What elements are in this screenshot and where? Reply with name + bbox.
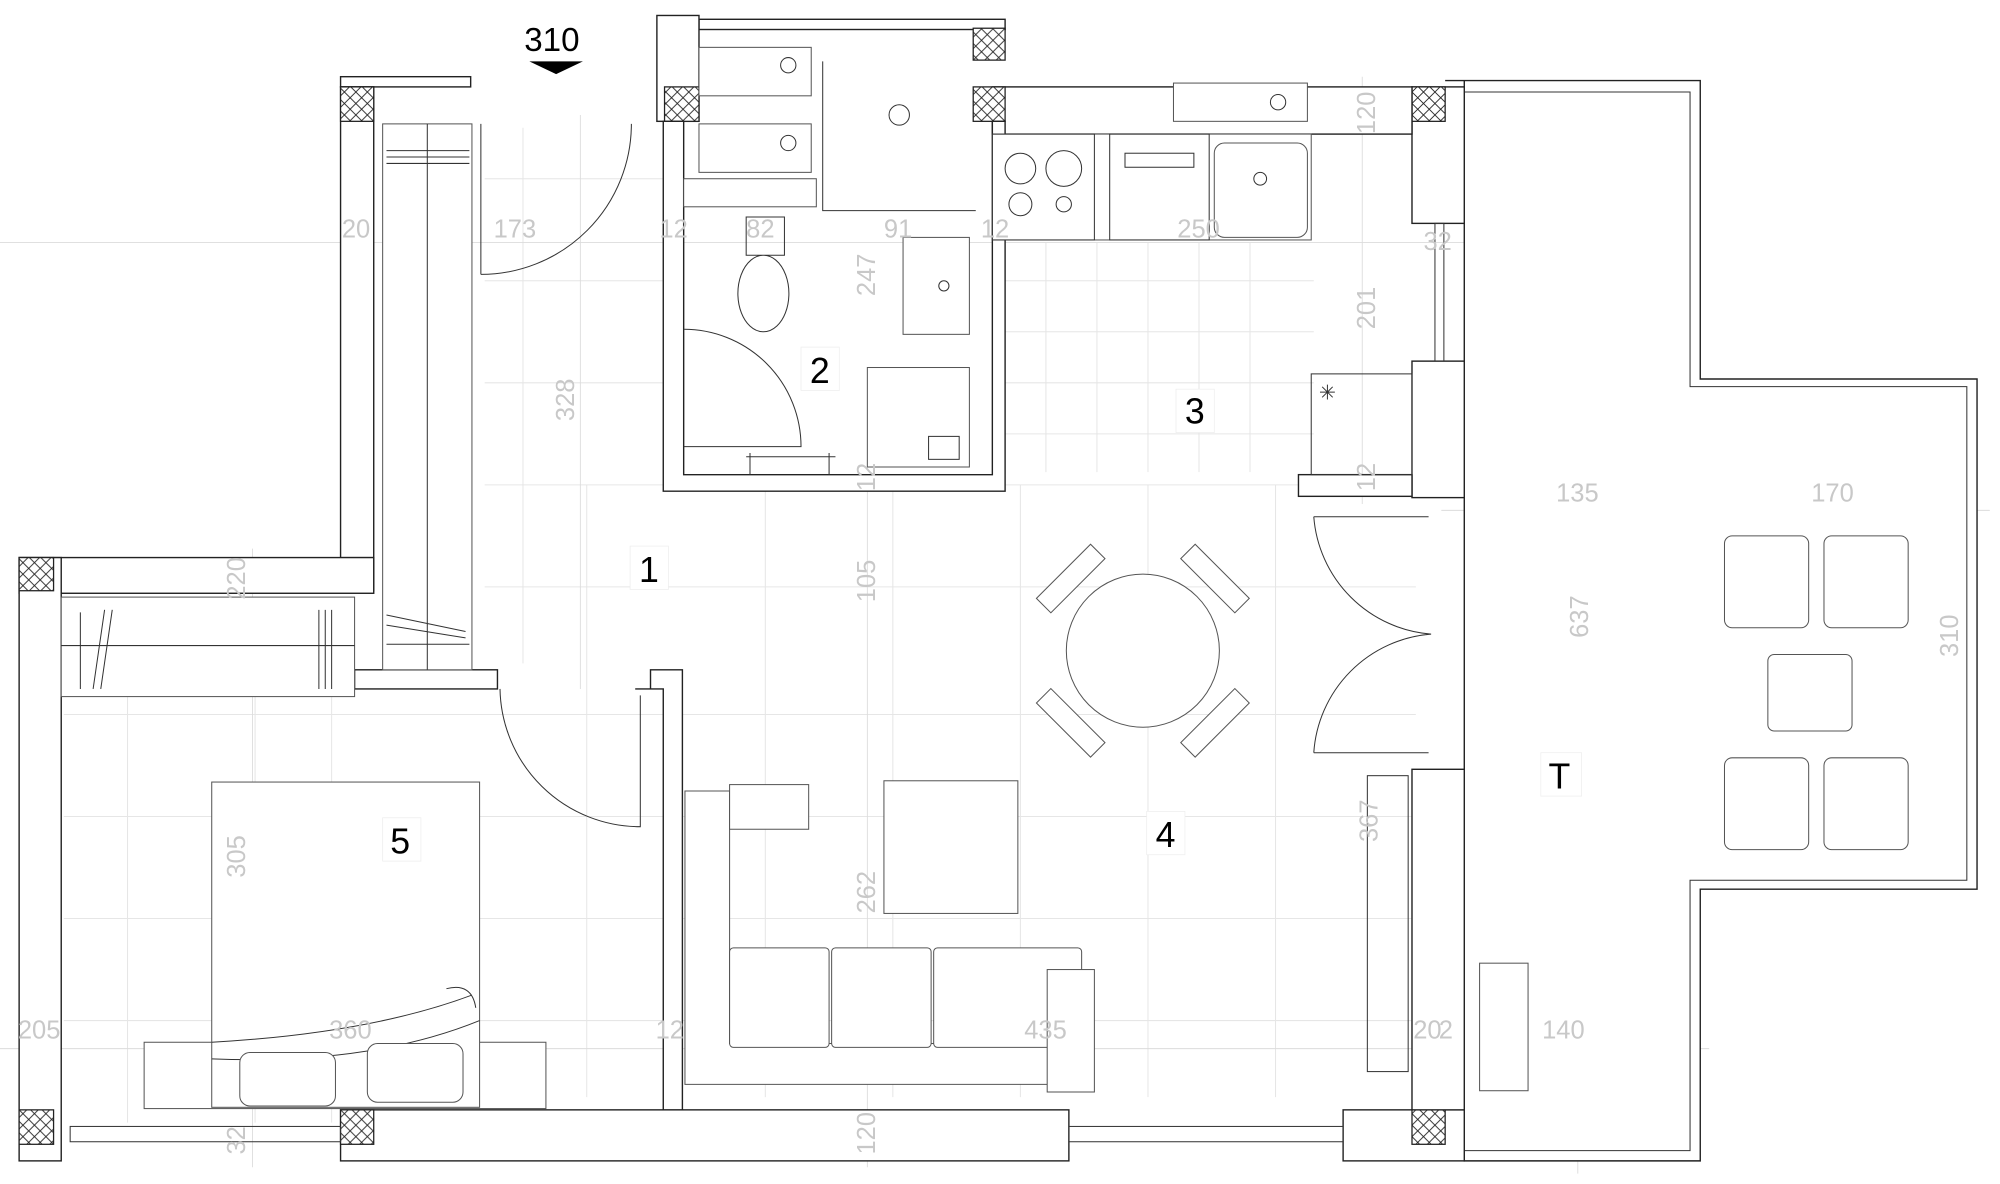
bedroom-furniture [60, 596, 547, 1110]
section-marker: 310 [524, 22, 583, 75]
dim-label: 135 [1556, 479, 1599, 507]
toilet-icon [737, 216, 790, 333]
entrance-door [480, 123, 632, 275]
doors [480, 123, 1432, 828]
room-label-1: 1 [639, 550, 659, 590]
bathroom-door [683, 328, 802, 448]
dim-label: 12 [659, 215, 687, 243]
dim-label: 360 [329, 1016, 372, 1044]
terrace [1445, 79, 1978, 1162]
terrace-furniture [1479, 535, 1909, 1092]
dim-label: 140 [1542, 1016, 1585, 1044]
grill [1479, 962, 1529, 1092]
dim-label: 105 [853, 560, 881, 603]
walls [18, 14, 1465, 1162]
dim-label: 305 [223, 835, 251, 878]
room-label-terrace: T [1548, 756, 1570, 796]
dimension-labels: 20 173 12 82 91 12 247 328 12 250 120 32… [18, 92, 1964, 1155]
dim-label: 220 [223, 557, 251, 600]
tv-unit [1366, 775, 1409, 1073]
room-label-3: 3 [1185, 392, 1205, 432]
dim-label: 12 [1353, 463, 1381, 491]
svg-text:310: 310 [524, 22, 579, 59]
living-furniture [684, 775, 1409, 1093]
dim-label: 173 [494, 215, 537, 243]
dim-label: 12 [981, 215, 1009, 243]
dim-label: 32 [1423, 228, 1451, 256]
dim-label: 435 [1024, 1016, 1067, 1044]
stove-icon [991, 133, 1095, 241]
hallway-wardrobe [382, 123, 473, 671]
dim-label: 20 [342, 215, 370, 243]
dim-label: 170 [1811, 479, 1854, 507]
dim-label: 2 [1439, 1016, 1453, 1044]
dim-label: 205 [18, 1016, 61, 1044]
dim-label: 328 [552, 379, 580, 422]
coffee-table [883, 780, 1019, 914]
dim-label: 12 [853, 463, 881, 491]
dim-label: 201 [1353, 287, 1381, 330]
dim-label: 367 [1356, 799, 1384, 842]
dim-label: 91 [884, 215, 912, 243]
dim-label: 82 [746, 215, 774, 243]
terrace-double-door [1313, 516, 1432, 754]
dim-label: 262 [853, 871, 881, 914]
kitchen: ✳ [991, 82, 1413, 476]
dim-label: 310 [1936, 615, 1964, 658]
room-label-4: 4 [1156, 815, 1176, 855]
dim-label: 250 [1177, 215, 1220, 243]
dim-label: 32 [223, 1126, 251, 1154]
room-label-2: 2 [810, 351, 830, 391]
extractor-icon: ✳ [1319, 380, 1336, 404]
dim-label: 120 [853, 1112, 881, 1155]
shower-icon [888, 104, 910, 126]
dim-label: 247 [853, 254, 881, 297]
section-arrow-icon [529, 61, 583, 75]
bedroom-door [499, 688, 641, 828]
dining-set [1035, 543, 1251, 758]
dishwasher-icon [1109, 133, 1210, 241]
room-label-5: 5 [390, 821, 410, 861]
sink-icon [1213, 142, 1308, 238]
washing-machine-icon [866, 366, 970, 468]
dim-label: 20 [1413, 1016, 1441, 1044]
wardrobe [60, 596, 356, 698]
washbasin-icon [902, 236, 970, 335]
dim-label: 637 [1566, 595, 1594, 638]
room-labels: 1 2 3 4 5 T [382, 346, 1583, 862]
dim-label: 12 [656, 1016, 684, 1044]
dim-label: 120 [1353, 92, 1381, 135]
bathroom-fixtures [683, 46, 976, 475]
